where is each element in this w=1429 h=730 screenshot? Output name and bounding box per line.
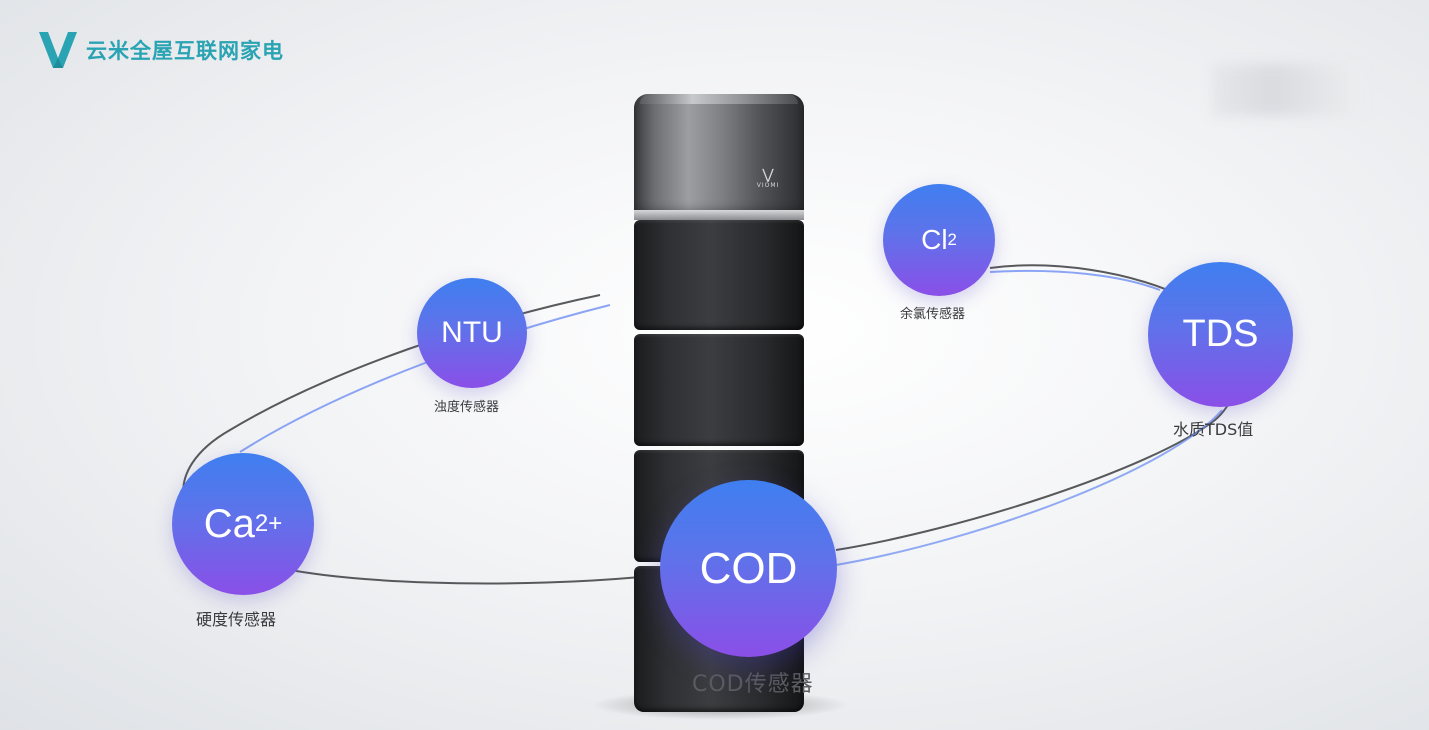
brand-name: 云米全屋互联网家电 [86,39,284,63]
tds-label: 水质TDS值 [1173,420,1254,439]
ntu-symbol: NTU [441,316,503,349]
cod-label: COD传感器 [692,672,814,697]
brand-logo: 云米全屋互联网家电 [36,28,284,72]
device-logo: ⋁ VIOMI [754,168,782,189]
cod-sensor-bubble: COD [660,480,837,657]
tds-symbol: TDS [1182,313,1259,355]
device-cap: ⋁ VIOMI [634,94,804,216]
chlorine-label: 余氯传感器 [900,307,966,322]
device-logo-text: VIOMI [756,182,780,189]
ntu-sensor-bubble: NTU [417,278,527,388]
cl-symbol: Cl [921,224,948,255]
viomi-v-icon [39,32,77,68]
cod-symbol: COD [699,543,798,593]
ntu-label: 浊度传感器 [434,400,500,415]
device-segment [634,334,804,446]
tds-sensor-bubble: TDS [1148,262,1293,407]
ca-symbol: Ca [203,501,255,546]
viomi-v-icon: ⋁ [762,167,774,183]
device-segment [634,220,804,330]
blurred-watermark [1212,64,1362,116]
calcium-label: 硬度传感器 [196,610,277,629]
device-ring [634,210,804,220]
